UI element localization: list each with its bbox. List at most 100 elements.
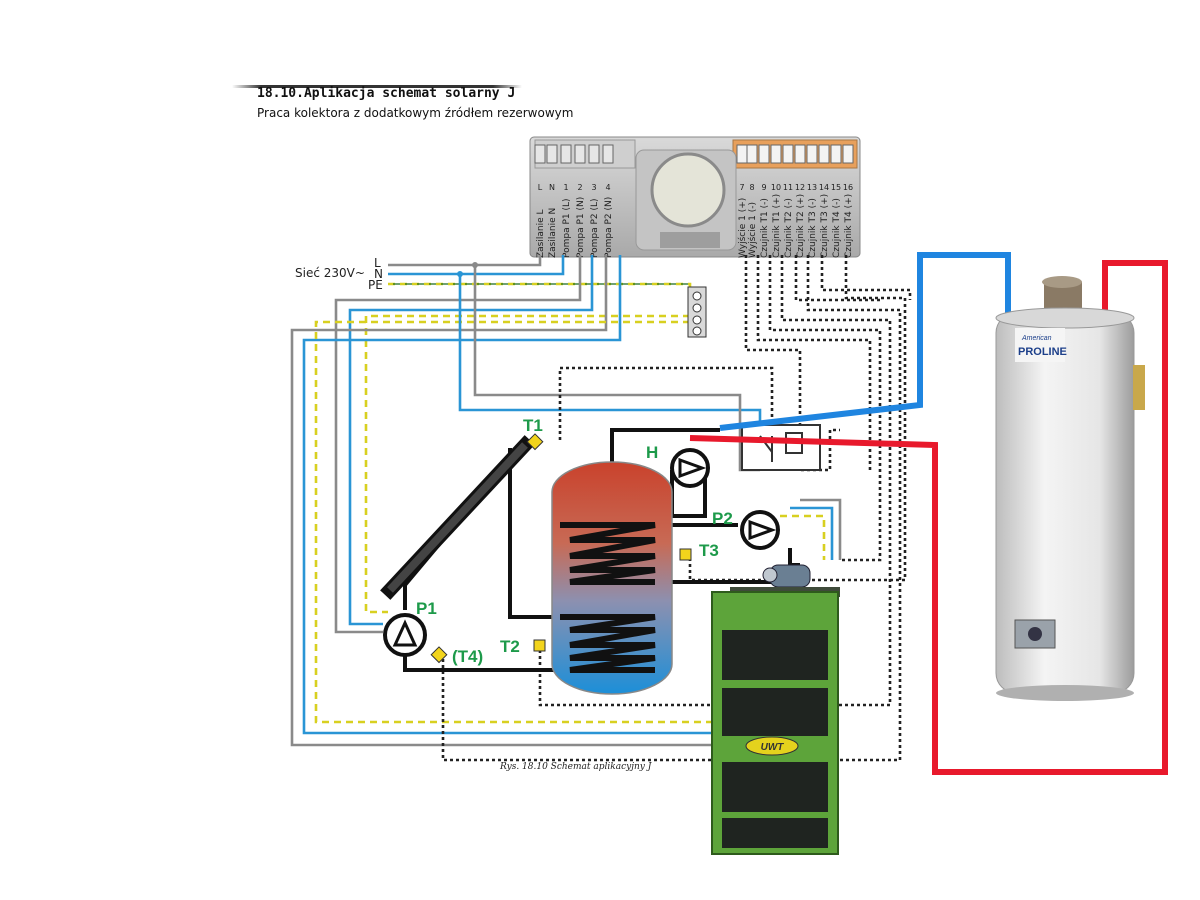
sensor-t2-icon: [533, 639, 546, 652]
terminal-screw: [842, 144, 854, 164]
heater-relief-valve: [1133, 365, 1145, 410]
terminal-screw: [574, 144, 586, 164]
terminal-label: Czujnik T4 (+): [844, 194, 854, 258]
terminal-screw: [588, 144, 600, 164]
terminal-screw: [546, 144, 558, 164]
pump-p2: [740, 510, 780, 550]
terminal-label: Wyjście 1 (-): [747, 202, 758, 258]
terminal-screw: [534, 144, 546, 164]
mains-n-wire: [388, 255, 565, 276]
boiler-regulator-icon: [762, 567, 778, 583]
hot-pipe: [689, 260, 1168, 775]
terminal-label: Czujnik T3 (+): [820, 194, 830, 258]
water-heater: American PROLINE: [995, 276, 1145, 701]
p1-n-wire: [348, 255, 594, 626]
p1-pe-wire: [364, 314, 690, 614]
terminal-screw: [736, 144, 748, 164]
terminal-number: 11: [783, 183, 793, 192]
label-t2: T2: [500, 637, 520, 656]
terminal-label: Czujnik T3 (-): [808, 198, 818, 258]
p2-l-wire: [290, 255, 712, 747]
terminal-screw: [818, 144, 830, 164]
label-p2: P2: [712, 509, 733, 528]
terminal-number: 16: [843, 183, 853, 192]
terminal-number: 3: [591, 183, 596, 192]
mains-l-wire: [388, 255, 542, 267]
terminal-label: Czujnik T4 (-): [832, 198, 842, 258]
pump-p1: [383, 613, 427, 657]
terminal-label: Zasilanie L: [536, 209, 546, 258]
cold-pipe: [719, 252, 1011, 431]
terminal-label: Pompa P1 (L): [562, 198, 572, 258]
terminal-label: Pompa P2 (L): [590, 198, 600, 258]
terminal-label: Czujnik T2 (+): [796, 194, 806, 258]
terminal-number: 15: [831, 183, 841, 192]
upper-coil: [560, 522, 656, 585]
terminal-label: Czujnik T2 (-): [784, 198, 794, 258]
terminal-label: Pompa P2 (N): [604, 197, 614, 258]
terminal-number: 7: [739, 183, 744, 192]
terminal-number: 2: [577, 183, 582, 192]
p2-pe-wire: [314, 320, 712, 724]
terminal-number: 12: [795, 183, 805, 192]
terminal-screw: [602, 144, 614, 164]
terminal-screw: [806, 144, 818, 164]
controller-slot: [660, 232, 720, 248]
p2-n-wire: [302, 255, 712, 735]
terminal-number: 8: [749, 183, 754, 192]
label-h: H: [646, 443, 658, 462]
collector-return-pipe: [508, 448, 560, 619]
label-t4: (T4): [452, 647, 483, 666]
terminal-screw: [770, 144, 782, 164]
title-rule: [232, 85, 522, 88]
sensor-t4-icon: [430, 646, 448, 664]
pe-terminal-block: [687, 286, 707, 338]
label-t1: T1: [523, 416, 543, 435]
terminal-number: 9: [761, 183, 766, 192]
terminal-screw: [758, 144, 770, 164]
solar-collector: [380, 435, 535, 600]
pump-h-icon: [678, 457, 707, 479]
sensor-t1-icon: [526, 433, 544, 451]
label-p1: P1: [416, 599, 437, 618]
t1-sensor-wire: [558, 366, 774, 440]
page-subtitle: Praca kolektora z dodatkowym źródłem rez…: [257, 106, 574, 120]
heater-brand-main: PROLINE: [1018, 346, 1067, 358]
relay-module: [741, 424, 821, 471]
terminal-number: 10: [771, 183, 781, 192]
terminal-label: Zasilanie N: [548, 208, 558, 258]
pump-p2-icon: [748, 519, 777, 541]
heater-brand-top: American: [1021, 335, 1052, 342]
terminal-label: Czujnik T1 (+): [772, 194, 782, 258]
terminal-screw: [830, 144, 842, 164]
terminal-number: 14: [819, 183, 829, 192]
terminal-screw: [794, 144, 806, 164]
controller-dial: [650, 152, 726, 228]
terminal-number: 4: [605, 183, 610, 192]
figure-caption: Rys. 18.10 Schemat aplikacyjny J: [500, 762, 652, 772]
terminal-screw: [746, 144, 758, 164]
terminal-number: 13: [807, 183, 817, 192]
pump-h: [670, 448, 710, 488]
mains-pe-label: PE: [368, 278, 383, 292]
boiler-logo: UWT: [761, 742, 785, 753]
label-t3: T3: [699, 541, 719, 560]
mains-l-label: L: [374, 256, 381, 270]
terminal-screw: [782, 144, 794, 164]
terminal-label: Wyjście 1 (+): [737, 198, 748, 258]
terminal-label: Pompa P1 (N): [576, 197, 586, 258]
boiler: UWT: [711, 564, 840, 855]
mains-pe-wire: [388, 282, 692, 300]
page-title: 18.10.Aplikacja schemat solarny J: [257, 86, 516, 101]
mains-label: Sieć 230V~: [295, 266, 365, 280]
h-pipe-top: [610, 428, 720, 462]
terminal-label: Czujnik T1 (-): [760, 198, 770, 258]
mains-n-label: N: [374, 267, 383, 281]
terminal-screw: [560, 144, 572, 164]
wiring: [290, 255, 912, 762]
terminal-number: L: [538, 183, 543, 192]
lower-coil: [560, 614, 656, 673]
sensor-t3-icon: [679, 548, 692, 561]
